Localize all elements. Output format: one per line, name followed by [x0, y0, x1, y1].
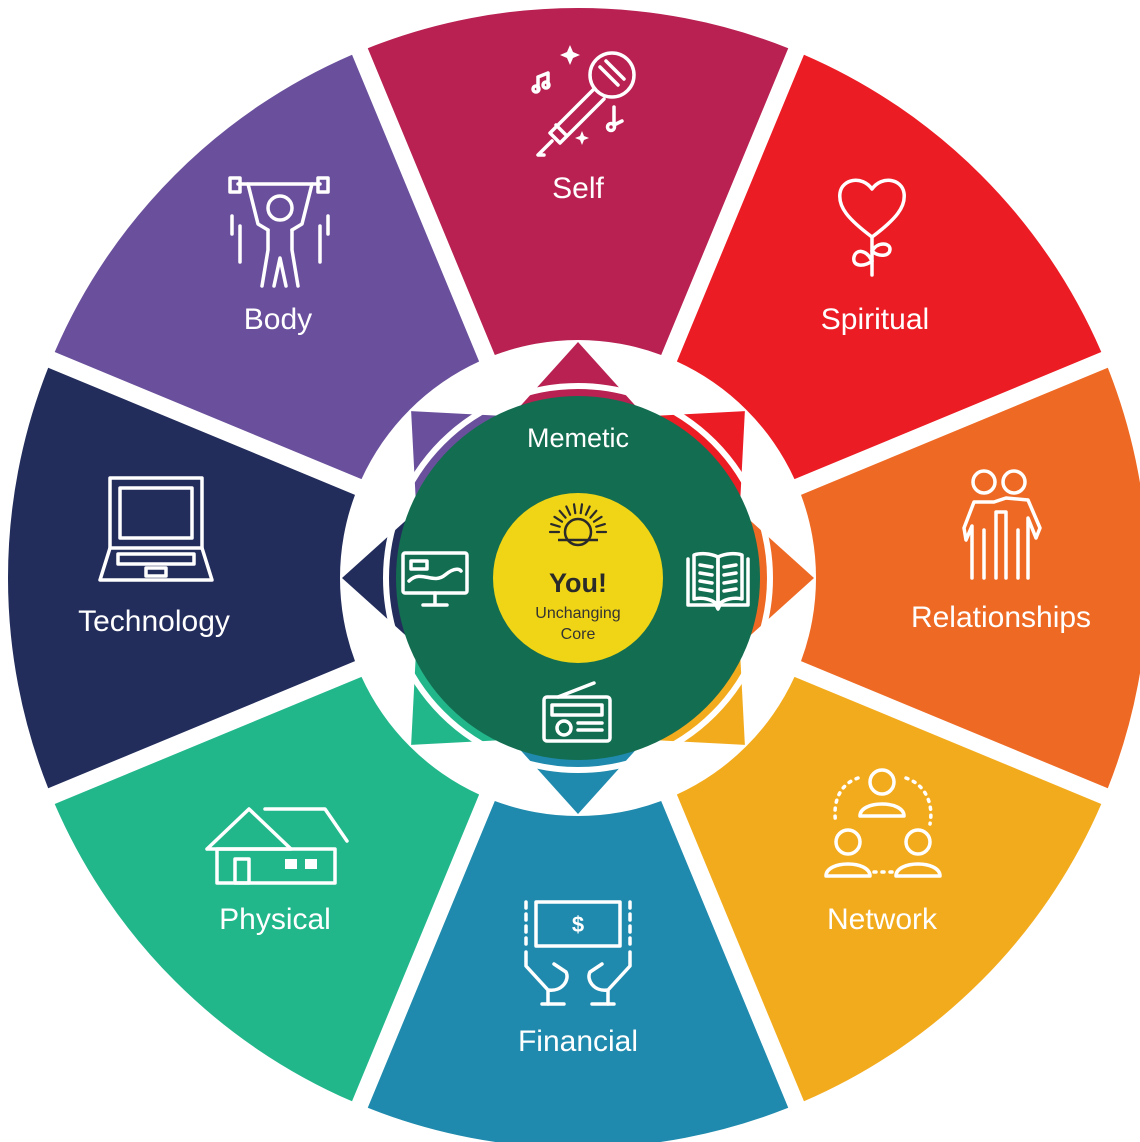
- core-subtitle-line2: Core: [561, 626, 596, 643]
- heart-flower-icon: [838, 178, 906, 277]
- segment-network: [676, 676, 1102, 1102]
- core-subtitle-line1: Unchanging: [535, 605, 620, 622]
- segment-label-network: Network: [827, 903, 938, 936]
- sun-ray: [592, 515, 603, 523]
- sun-ray: [584, 505, 591, 516]
- segment-label-physical: Physical: [219, 903, 331, 936]
- microphone-icon: [531, 45, 636, 157]
- sun-ray: [565, 505, 572, 516]
- couple-icon: [962, 469, 1042, 580]
- sun-ray: [579, 503, 584, 515]
- segment-label-relationships: Relationships: [911, 601, 1091, 634]
- sun-ray: [558, 509, 567, 519]
- book-icon: [686, 551, 750, 611]
- wheel-segments: [7, 8, 1140, 1142]
- money-hands-icon: $: [524, 900, 632, 1006]
- core-circle: [493, 493, 663, 663]
- sun-ray: [595, 523, 606, 528]
- segment-label-self: Self: [552, 172, 604, 205]
- segment-self: [367, 8, 789, 356]
- segment-label-spiritual: Spiritual: [821, 303, 929, 336]
- people-network-icon: [824, 768, 942, 878]
- radio-icon: [542, 681, 612, 743]
- sun-ray: [572, 503, 577, 515]
- sun-ray: [553, 515, 564, 523]
- house-icon: [205, 807, 349, 885]
- segment-physical: [54, 676, 480, 1102]
- segment-label-technology: Technology: [78, 605, 230, 638]
- memetic-ring-border: [383, 383, 773, 773]
- weightlifter-icon: [228, 176, 330, 288]
- monitor-icon: [401, 551, 469, 607]
- memetic-label: Memetic: [527, 423, 629, 453]
- segment-technology: [7, 367, 356, 789]
- segment-labels: SelfSpiritualRelationshipsNetworkFinanci…: [78, 172, 1091, 1058]
- segment-label-financial: Financial: [518, 1025, 638, 1058]
- segment-financial: [367, 800, 789, 1142]
- segment-spiritual: [676, 54, 1102, 480]
- segment-label-body: Body: [244, 303, 312, 336]
- sun-ray: [550, 523, 561, 528]
- core-title: You!: [549, 568, 607, 598]
- sun-ray: [589, 509, 598, 519]
- svg-text:$: $: [572, 912, 584, 937]
- laptop-icon: [98, 476, 214, 582]
- sun-icon: [548, 503, 608, 547]
